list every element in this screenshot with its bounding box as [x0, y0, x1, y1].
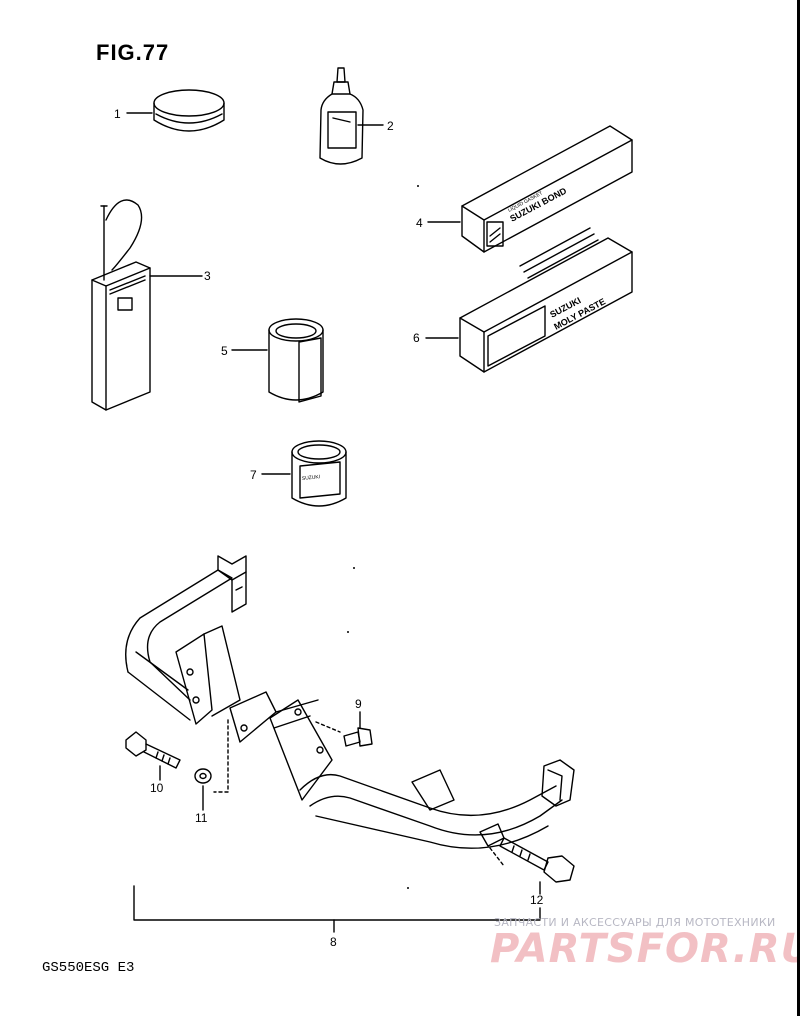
product-texts: LIQUID GASKET SUZUKI BOND SUZUKI MOLY PA…: [302, 185, 608, 482]
part-2-oil-bottle: [319, 67, 364, 165]
watermark-tagline: ЗАПЧАСТИ И АКСЕССУАРЫ ДЛЯ МОТОТЕХНИКИ: [494, 916, 776, 929]
callout-4: 4: [416, 216, 423, 230]
part-1-cap: [153, 89, 225, 132]
part-5-can: [268, 318, 324, 403]
callout-6: 6: [413, 331, 420, 345]
specks: [347, 185, 419, 889]
svg-text:SUZUKI: SUZUKI: [302, 474, 321, 482]
figure-title: FIG.77: [96, 40, 170, 65]
model-code: GS550ESG E3: [42, 960, 135, 976]
part-9-bolt: [343, 727, 373, 747]
callout-3: 3: [204, 269, 211, 283]
part-8-center-stand: [125, 555, 575, 867]
callout-10: 10: [150, 781, 164, 795]
callout-8: 8: [330, 935, 337, 949]
part-4-bond-box: [461, 125, 633, 253]
watermark-brand: PARTSFOR.RU: [490, 926, 800, 972]
callout-11: 11: [195, 811, 208, 825]
part-7-tin: [291, 440, 347, 507]
right-border: [797, 0, 800, 1016]
callout-9: 9: [355, 697, 362, 711]
part-11-washer: [194, 768, 212, 784]
part-12-bolt: [499, 837, 575, 883]
part-8-bracket: [133, 885, 541, 933]
part-10-bolt: [125, 731, 181, 769]
part-6-paste-box: [459, 227, 633, 373]
callout-1: 1: [114, 107, 121, 121]
callout-2: 2: [387, 119, 394, 133]
callout-12: 12: [530, 893, 544, 907]
callout-5: 5: [221, 344, 228, 358]
callout-7: 7: [250, 468, 257, 482]
callout-labels: 1 2 3 4 5 6 7 8 9 10 11 12: [114, 107, 544, 949]
part-3-tube-container: [91, 199, 151, 411]
